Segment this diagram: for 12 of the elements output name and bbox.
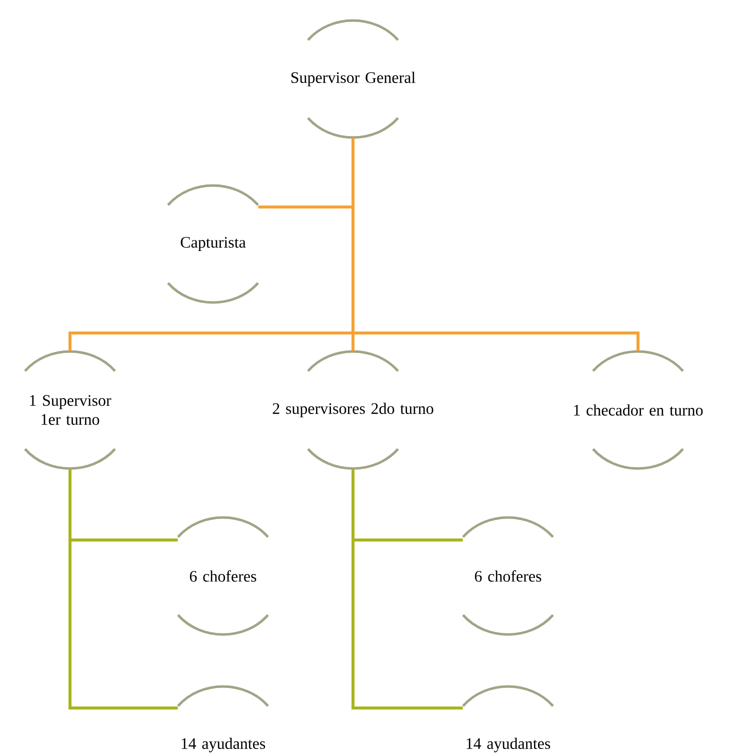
connector-line bbox=[352, 138, 640, 351]
position-node: 14 ayudantes bbox=[177, 685, 269, 752]
connector-line bbox=[352, 469, 463, 710]
position-node: 2 supervisores 2do turno bbox=[272, 350, 434, 470]
position-node: Capturista bbox=[167, 184, 259, 304]
position-node: 1 checador en turno bbox=[574, 350, 703, 470]
position-node: 6 choferes bbox=[462, 516, 554, 636]
connector-line bbox=[68, 469, 178, 710]
position-node: 6 choferes bbox=[177, 516, 269, 636]
position-node: Supervisor General bbox=[291, 19, 416, 139]
position-node: 1 Supervisor 1er turno bbox=[24, 350, 116, 470]
position-node: 14 ayudantes bbox=[462, 685, 554, 752]
